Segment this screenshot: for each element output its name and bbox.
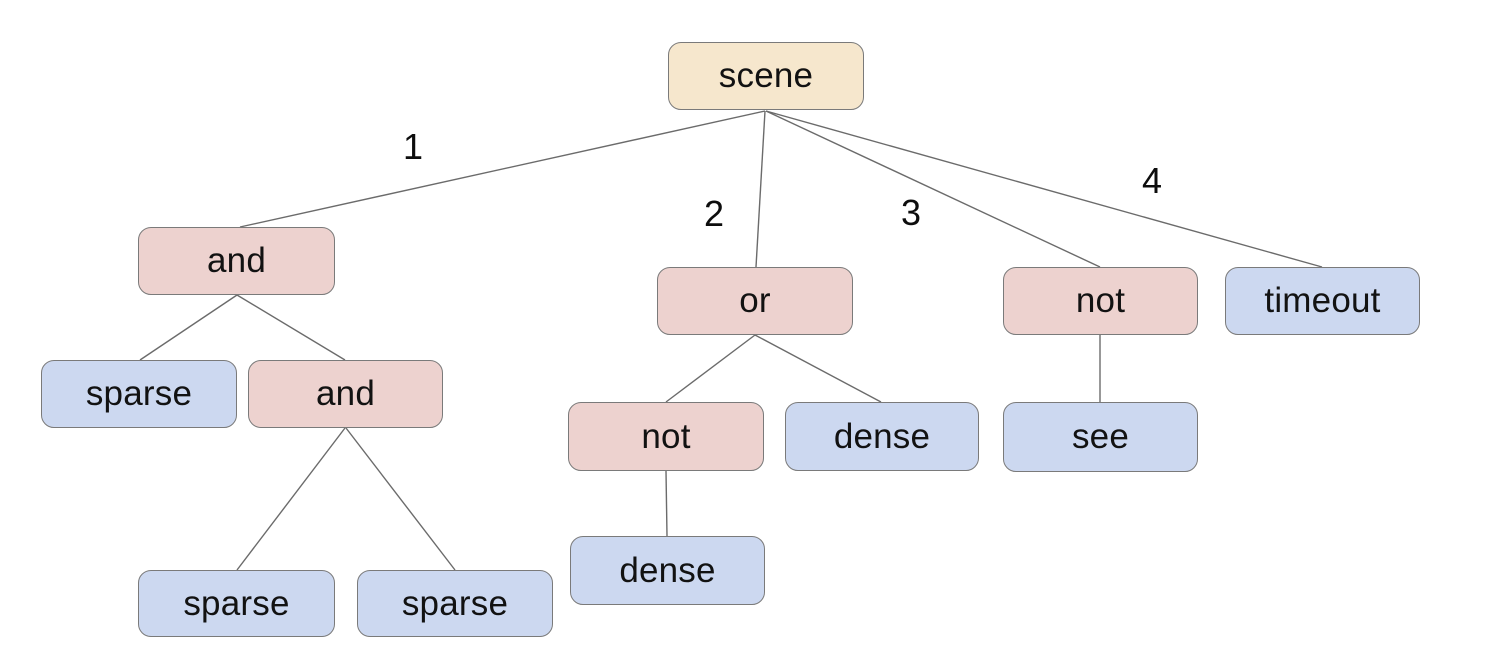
edge-and2-sparse2 [236, 427, 346, 571]
node-see: see [1003, 402, 1198, 472]
edge-or-dense [754, 334, 882, 403]
edge-scene-not [765, 110, 1101, 268]
edge-label-4: 4 [1141, 160, 1163, 201]
node-dense-bottom: dense [570, 536, 765, 605]
edge-and-and [236, 294, 346, 361]
node-timeout: timeout [1225, 267, 1420, 335]
edge-not-dense [665, 470, 668, 537]
node-and-2: and [248, 360, 443, 428]
node-sparse-1: sparse [41, 360, 237, 428]
edge-or-not [665, 334, 756, 403]
node-and-1: and [138, 227, 335, 295]
node-not-mid: not [568, 402, 764, 471]
node-scene: scene [668, 42, 864, 110]
edge-label-2: 2 [703, 193, 725, 234]
edge-scene-or [755, 110, 766, 268]
edge-and2-sparse3 [345, 427, 456, 571]
edge-and-sparse [139, 294, 238, 361]
node-dense-mid: dense [785, 402, 979, 471]
node-sparse-3: sparse [357, 570, 553, 637]
edge-scene-timeout [765, 110, 1323, 268]
edge-label-3: 3 [900, 192, 922, 233]
node-or: or [657, 267, 853, 335]
node-sparse-2: sparse [138, 570, 335, 637]
edge-scene-and [239, 110, 766, 228]
node-not-right: not [1003, 267, 1198, 335]
edge-label-1: 1 [402, 126, 424, 167]
